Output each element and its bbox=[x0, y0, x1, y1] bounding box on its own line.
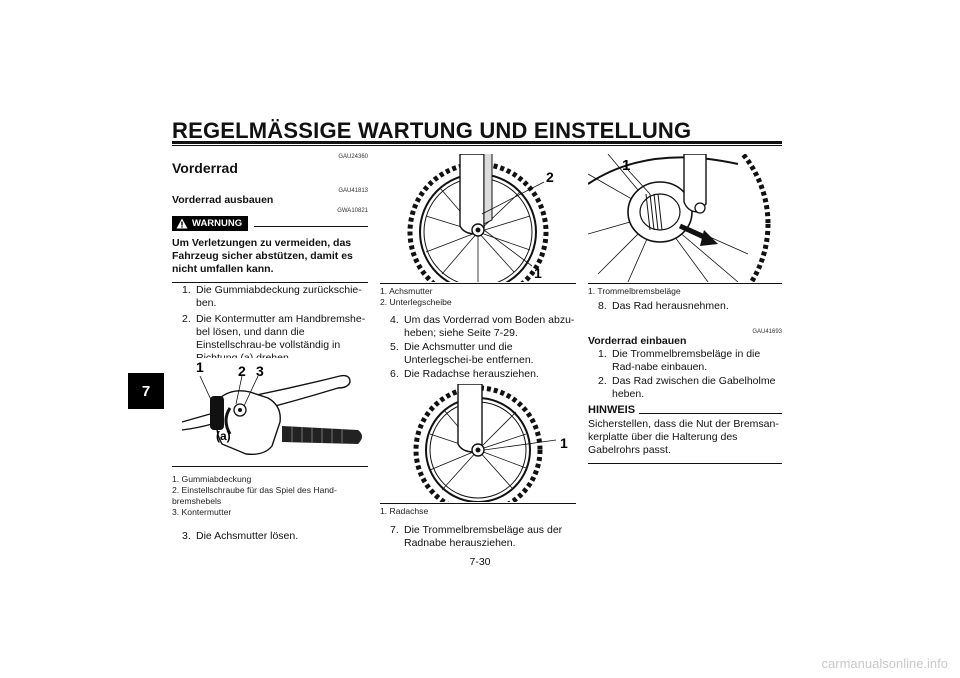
fig-callout-2: 2 bbox=[546, 169, 554, 185]
step-3: 3.Die Achsmutter lösen. bbox=[172, 530, 370, 543]
figure-rule bbox=[588, 283, 782, 284]
steps-list-1: 1.Die Gummiabdeckung zurückschie-ben. 2.… bbox=[172, 284, 370, 365]
step-item: 1.Die Trommelbremsbeläge in die Rad-nabe… bbox=[598, 348, 761, 373]
warning-text: Um Verletzungen zu vermeiden, das Fahrze… bbox=[172, 237, 353, 275]
step-7: 7.Die Trommelbremsbeläge aus der Radnabe… bbox=[380, 524, 578, 550]
figure-rule bbox=[380, 283, 576, 284]
subsection-code: GAU41693 bbox=[752, 329, 782, 335]
step-item: 5.Die Achsmutter und die Unterlegschei-b… bbox=[390, 341, 534, 366]
note-box: HINWEIS Sicherstellen, dass die Nut der … bbox=[588, 404, 782, 464]
figure-rule bbox=[380, 503, 576, 504]
warning-label: WARNUNG bbox=[192, 218, 243, 229]
step-item: 3.Die Achsmutter lösen. bbox=[182, 530, 299, 542]
drum-brake-figure: 1 bbox=[588, 154, 782, 282]
fig-callout-1: 1 bbox=[196, 359, 204, 375]
step-item: 7.Die Trommelbremsbeläge aus der Radnabe… bbox=[390, 524, 563, 549]
subsection-heading: Vorderrad einbauen bbox=[588, 335, 687, 347]
warning-box: WARNUNG Um Verletzungen zu vermeiden, da… bbox=[172, 216, 368, 283]
note-rule bbox=[639, 413, 782, 414]
note-text: Sicherstellen, dass die Nut der Bremsan-… bbox=[588, 418, 779, 456]
front-wheel-axle-figure: 1 bbox=[380, 384, 576, 502]
watermark: carmanualsonline.info bbox=[821, 656, 948, 671]
caption-item: 1. Achsmutter bbox=[380, 286, 433, 296]
section-heading: Vorderrad bbox=[172, 160, 238, 176]
fig-callout-2: 2 bbox=[238, 363, 246, 379]
fig-callout-1: 1 bbox=[622, 157, 630, 174]
caption-item: 2. Einstellschraube für das Spiel des Ha… bbox=[172, 485, 337, 506]
caption-item: 1. Gummiabdeckung bbox=[172, 474, 252, 484]
title-rule bbox=[172, 141, 782, 144]
steps-list-3: 1.Die Trommelbremsbeläge in die Rad-nabe… bbox=[588, 348, 782, 401]
step-item: 4.Um das Vorderrad vom Boden abzu-heben;… bbox=[390, 314, 575, 339]
figure-captions: 1. Gummiabdeckung 2. Einstellschraube fü… bbox=[172, 474, 368, 518]
step-item: 2.Das Rad zwischen die Gabelholme heben. bbox=[598, 375, 776, 400]
page-title: REGELMÄSSIGE WARTUNG UND EINSTELLUNG bbox=[172, 118, 692, 143]
step-item: 1.Die Gummiabdeckung zurückschie-ben. bbox=[182, 284, 362, 309]
warning-rule bbox=[254, 226, 368, 227]
warning-triangle-icon bbox=[176, 218, 188, 229]
caption-item: 3. Kontermutter bbox=[172, 507, 232, 517]
figure-captions: 1. Radachse bbox=[380, 506, 576, 517]
steps-list-2: 4.Um das Vorderrad vom Boden abzu-heben;… bbox=[380, 314, 578, 381]
section-code: GAU24360 bbox=[338, 154, 368, 160]
warning-code: GWA10821 bbox=[337, 208, 368, 214]
front-wheel-axle-nut-figure: 2 1 bbox=[380, 154, 576, 282]
figure-rule bbox=[172, 466, 368, 467]
caption-item: 2. Unterlegscheibe bbox=[380, 297, 452, 307]
note-label: HINWEIS bbox=[588, 404, 636, 416]
warning-badge: WARNUNG bbox=[172, 216, 249, 231]
fig-callout-1: 1 bbox=[534, 265, 542, 281]
figure-captions: 1. Trommelbremsbeläge bbox=[588, 286, 782, 297]
note-end-rule bbox=[588, 463, 782, 464]
brake-lever-figure: 1 2 3 (a) bbox=[172, 358, 368, 464]
fig-callout-1: 1 bbox=[560, 435, 568, 451]
step-item: 6.Die Radachse herausziehen. bbox=[390, 368, 539, 380]
caption-item: 1. Trommelbremsbeläge bbox=[588, 286, 681, 296]
warning-end-rule bbox=[172, 282, 368, 283]
fig-callout-a: (a) bbox=[216, 429, 231, 443]
chapter-tab: 7 bbox=[128, 373, 164, 409]
fig-callout-3: 3 bbox=[256, 363, 264, 379]
step-item: 2.Die Kontermutter am Handbremshe-bel lö… bbox=[182, 313, 366, 364]
title-rule-thin bbox=[172, 145, 782, 146]
step-item: 8.Das Rad herausnehmen. bbox=[598, 300, 729, 312]
subsection-code: GAU41813 bbox=[338, 188, 368, 194]
figure-captions: 1. Achsmutter 2. Unterlegscheibe bbox=[380, 286, 576, 308]
page-number: 7-30 bbox=[469, 556, 491, 568]
step-8: 8.Das Rad herausnehmen. bbox=[588, 300, 782, 313]
caption-item: 1. Radachse bbox=[380, 506, 429, 516]
subsection-heading: Vorderrad ausbauen bbox=[172, 194, 274, 206]
